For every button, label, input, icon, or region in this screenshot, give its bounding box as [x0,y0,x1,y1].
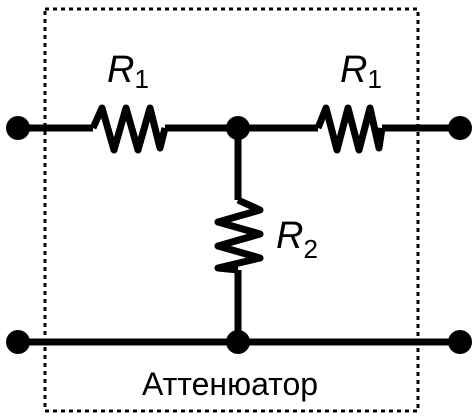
attenuator-caption: Аттенюатор [142,366,318,402]
label-r2: R2 [276,215,318,264]
junction-bottom [226,330,250,354]
resistor-r1-right [314,104,386,154]
terminal-top-left [6,116,30,140]
terminal-top-right [448,116,472,140]
terminal-bottom-left [6,330,30,354]
resistor-r2 [214,196,264,274]
attenuator-enclosure [43,7,420,413]
label-r1-right: R1 [340,49,382,94]
label-r1-left: R1 [107,49,149,94]
terminal-bottom-right [448,330,472,354]
junction-top [226,116,250,140]
resistor-r1-left [89,104,169,154]
